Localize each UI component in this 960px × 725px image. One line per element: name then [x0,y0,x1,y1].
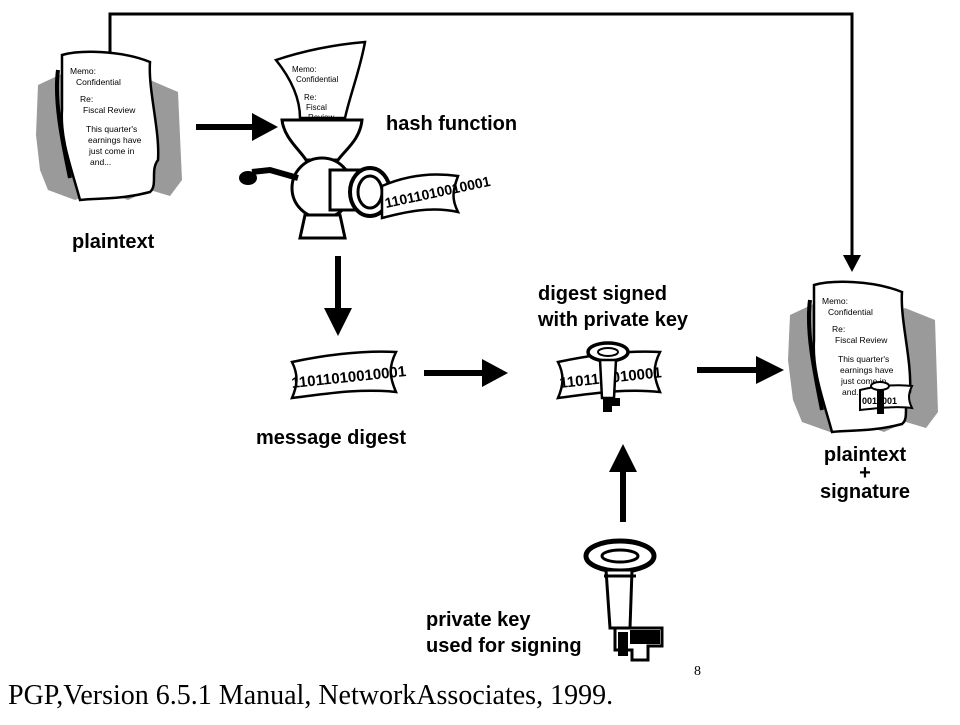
memo-line: and... [842,387,863,397]
memo-line: earnings have [840,365,894,375]
arrow-to-digest [324,256,352,336]
memo-line: This quarter's [838,354,889,364]
memo-line: Re: [80,94,93,104]
memo-line: Memo: [70,66,96,76]
grinder-memo-line: Re: [304,93,316,102]
memo-line: just come in [88,146,135,156]
feedback-connector [108,12,861,272]
meat-grinder-icon: Memo: Confidential Re: Fiscal Review 110… [239,40,492,240]
plaintext-label: plaintext [72,231,155,253]
memo-line: Fiscal Review [83,105,136,115]
citation: PGP,Version 6.5.1 Manual, NetworkAssocia… [8,680,614,711]
grinder-memo-line: Fiscal [306,103,327,112]
memo-line: Memo: [822,296,848,306]
memo-line: Re: [832,324,845,334]
arrow-to-hash [196,113,278,141]
digest-signed-label-line2: with private key [538,309,689,331]
private-key-label-line2: used for signing [426,635,582,657]
memo-line: just come in [840,376,887,386]
digest-signed-label-line1: digest signed [538,283,667,305]
arrow-from-key [609,444,637,522]
memo-line: Fiscal Review [835,335,888,345]
memo-line: Confidential [828,307,873,317]
grinder-memo-line: Confidential [296,75,338,84]
footnote-marker: 8 [694,664,701,679]
hash-function-label: hash function [386,113,518,135]
plaintext-document: Memo: Confidential Re: Fiscal Review Thi… [36,50,182,202]
grinder-memo-line: Review [308,113,334,122]
arrow-to-output [697,356,784,384]
output-label-line2: + [859,462,871,484]
signed-document: Memo: Confidential Re: Fiscal Review Thi… [788,280,938,434]
memo-line: Confidential [76,77,121,87]
output-label-line3: signature [819,481,911,503]
memo-line: earnings have [88,135,142,145]
output-label-line1: plaintext [823,444,907,466]
message-digest-ribbon: 1101101001000​1 [289,350,407,400]
arrow-to-signed [424,359,508,387]
memo-line: and... [90,157,111,167]
private-key-label-line1: private key [426,609,531,631]
private-key-icon [583,538,664,662]
grinder-memo-line: Memo: [292,65,316,74]
message-digest-label: message digest [256,427,407,449]
memo-line: This quarter's [86,124,137,134]
signed-digest-icon: 110110 010001 [555,341,662,412]
